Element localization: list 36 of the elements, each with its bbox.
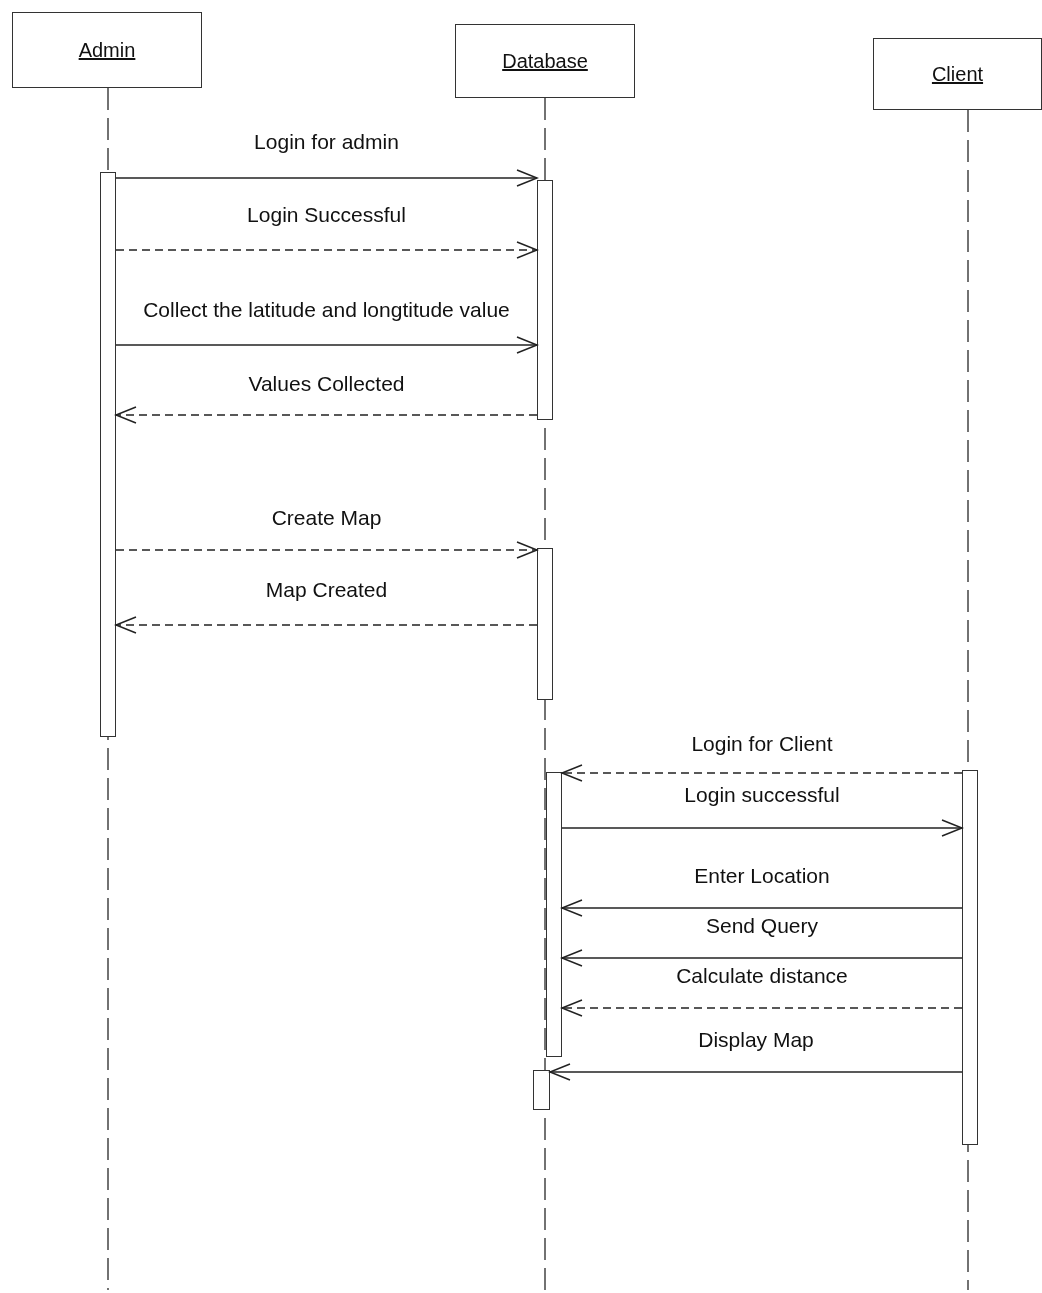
- message-arrow: [561, 999, 963, 1017]
- object-box: [873, 38, 1042, 110]
- activation-bar: [537, 548, 553, 700]
- activation-bar: [100, 172, 116, 737]
- message-label: Enter Location: [694, 864, 830, 888]
- message-arrow: [115, 241, 538, 259]
- message-label: Map Created: [265, 578, 388, 602]
- object-box: [12, 12, 202, 88]
- message-label: Login for admin: [254, 130, 399, 154]
- activation-bar: [537, 180, 553, 420]
- object-name: Database: [502, 49, 588, 73]
- message-arrow: [561, 819, 963, 837]
- object-name: Client: [931, 62, 984, 86]
- message-arrow: [115, 541, 538, 559]
- object-box: [455, 24, 635, 98]
- message-label: Values Collected: [248, 372, 405, 396]
- activation-bar: [546, 772, 562, 1057]
- message-label: Login for Client: [691, 732, 833, 756]
- message-arrow: [561, 949, 963, 967]
- message-arrow: [549, 1063, 963, 1081]
- message-arrow: [115, 616, 538, 634]
- message-label: Login successful: [684, 783, 840, 807]
- message-arrow: [561, 764, 963, 782]
- message-arrow: [115, 406, 538, 424]
- object-name: Admin: [78, 38, 136, 62]
- message-label: Login Successful: [247, 203, 406, 227]
- message-label: Display Map: [698, 1028, 814, 1052]
- message-arrow: [115, 169, 538, 187]
- message-label: Calculate distance: [676, 964, 848, 988]
- message-label: Collect the latitude and longtitude value: [143, 298, 510, 322]
- message-arrow: [115, 336, 538, 354]
- activation-bar: [533, 1070, 550, 1110]
- message-label: Send Query: [705, 914, 819, 938]
- message-arrow: [561, 899, 963, 917]
- message-label: Create Map: [271, 506, 382, 530]
- activation-bar: [962, 770, 978, 1145]
